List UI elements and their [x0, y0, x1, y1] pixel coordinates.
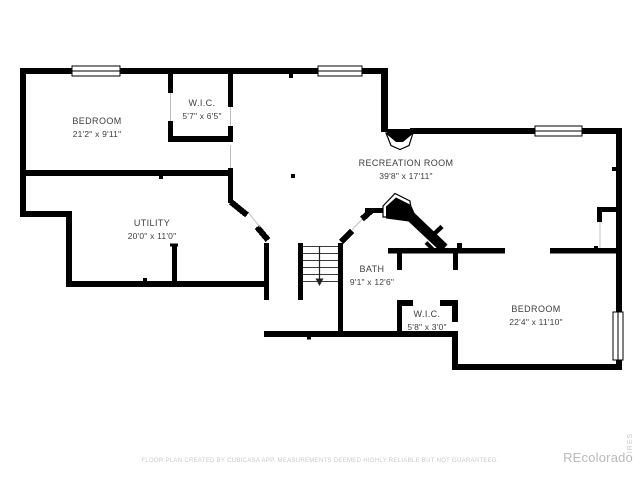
- ires-vertical-watermark: IRES: [627, 432, 634, 454]
- interior-walls: [20, 68, 622, 337]
- staircase: [303, 246, 338, 286]
- room-dimensions: 5'8" x 3'0": [407, 322, 447, 332]
- room-dimensions: 39'8" x 17'11": [379, 171, 433, 181]
- fireplace-icon: [385, 129, 414, 151]
- recolorado-watermark: REcolorado: [563, 450, 633, 465]
- room-dimensions: 20'0" x 11'0": [127, 231, 177, 241]
- window-icon: [317, 65, 363, 77]
- room-label-utility: UTILITY 20'0" x 11'0": [128, 218, 177, 241]
- room-name: UTILITY: [133, 218, 171, 228]
- room-dimensions: 21'2" x 9'11": [72, 129, 122, 139]
- disclaimer-text: FLOOR PLAN CREATED BY CUBICASA APP. MEAS…: [141, 458, 499, 464]
- room-dimensions: 9'1" x 12'6": [349, 277, 395, 287]
- room-label-recreation-room: RECREATION ROOM 39'8" x 17'11": [359, 158, 454, 181]
- room-name: RECREATION ROOM: [358, 158, 454, 168]
- room-label-bedroom-2: BEDROOM 22'4" x 11'10": [509, 304, 563, 327]
- windows: [71, 65, 624, 361]
- chimney-mass: [382, 192, 448, 252]
- stair-direction-arrow-icon: [315, 246, 324, 286]
- room-dimensions: 5'7" x 6'5": [182, 111, 222, 121]
- room-name: W.I.C.: [188, 98, 216, 108]
- room-label-wic-1: W.I.C. 5'7" x 6'5": [182, 98, 221, 121]
- door-openings: [170, 93, 601, 248]
- window-icon: [534, 125, 583, 137]
- room-dimensions: 22'4" x 11'10": [509, 317, 563, 327]
- angled-walls: [229, 199, 373, 245]
- room-label-bath: BATH 9'1" x 12'6": [350, 264, 394, 287]
- room-name: BEDROOM: [72, 116, 122, 126]
- room-name: W.I.C.: [413, 309, 441, 319]
- room-label-wic-2: W.I.C. 5'8" x 3'0": [407, 309, 446, 332]
- room-name: BEDROOM: [511, 304, 561, 314]
- window-icon: [71, 65, 121, 77]
- window-icon: [612, 311, 624, 361]
- stair-treads: [303, 246, 338, 282]
- room-name: BATH: [359, 264, 385, 274]
- wall-ticks: [22, 74, 616, 340]
- room-label-bedroom-1: BEDROOM 21'2" x 9'11": [72, 116, 121, 139]
